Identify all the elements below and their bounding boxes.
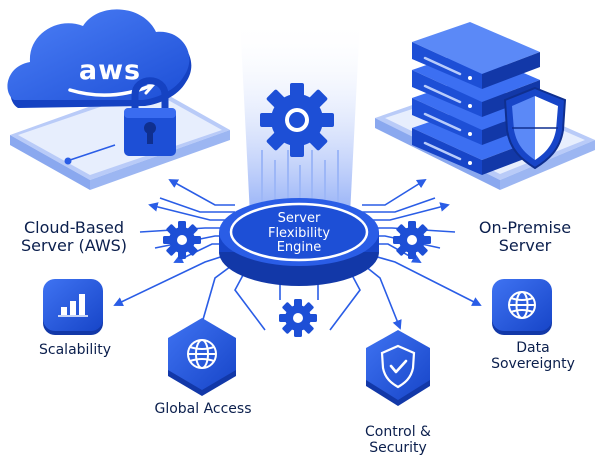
cloud-server-label-line-2: Server (AWS) (20, 236, 128, 256)
control-security-label-line-1: Control & (365, 424, 431, 440)
globe-icon (187, 339, 217, 369)
data-sovereignty-label: Data Sovereignty (478, 340, 588, 372)
globe-icon (508, 291, 536, 319)
aws-logo-text: aws (78, 55, 142, 86)
global-access-label: Global Access (138, 401, 268, 417)
data-sovereignty-label-line-2: Sovereignty (491, 356, 575, 373)
top-gear-icon (260, 83, 334, 157)
onprem-server-label-line-2: Server (498, 236, 552, 256)
data-sovereignty-label-line-1: Data (516, 340, 550, 356)
onprem-server-label-line-1: On-Premise (478, 218, 572, 237)
data-sovereignty-tile (492, 279, 552, 335)
bottom-small-gear-icon (279, 299, 317, 337)
padlock-icon (124, 77, 176, 156)
control-security-label-line-2: Security (369, 440, 427, 457)
scalability-tile (43, 279, 103, 335)
cloud-server-label-line-1: Cloud-Based (23, 218, 125, 237)
control-security-label: Control & Security (345, 424, 451, 456)
scalability-label: Scalability (20, 342, 130, 358)
global-access-tile (168, 318, 236, 396)
cloud-server-label: Cloud-Based Server (AWS) (8, 218, 140, 256)
onprem-server-label: On-Premise Server (460, 218, 590, 256)
shield-check-icon (380, 344, 416, 389)
hub-disc (219, 198, 379, 286)
hub-label-line-1: Server (277, 211, 321, 226)
control-security-tile (366, 330, 430, 406)
shield-icon (503, 86, 567, 170)
hub-label-line-3: Engine (276, 240, 322, 256)
global-access-label-text: Global Access (154, 401, 252, 417)
hub-label: Server Flexibility Engine (235, 211, 363, 256)
hub-label-line-2: Flexibility (267, 225, 331, 241)
bar-chart-icon (58, 294, 88, 317)
right-small-gear-icon (393, 221, 431, 259)
scalability-label-text: Scalability (39, 342, 111, 358)
left-small-gear-icon (163, 221, 201, 259)
cloud-icon (7, 9, 192, 109)
